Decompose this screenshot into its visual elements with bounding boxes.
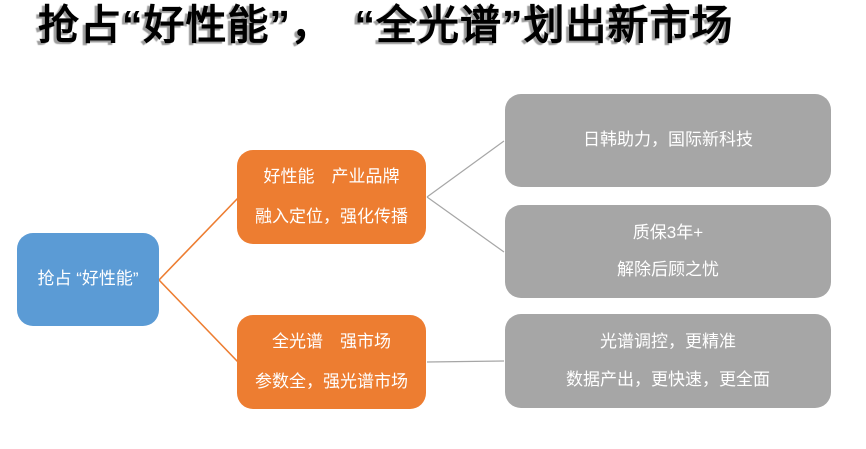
- branch-node-spectrum: 全光谱 强市场 参数全，强光谱市场: [237, 315, 426, 409]
- leaf-node-tech: 日韩助力，国际新科技: [505, 94, 831, 187]
- leaf-node-warranty-line1: 质保3年+: [632, 222, 704, 242]
- connector-branch2-to-leaf3: [426, 360, 505, 363]
- root-node-label: 抢占 “好性能”: [37, 269, 139, 289]
- branch-node-brand-line2: 融入定位，强化传播: [255, 206, 408, 226]
- connector-root-to-branch2: [158, 279, 239, 363]
- branch-node-brand: 好性能 产业品牌 融入定位，强化传播: [237, 150, 426, 244]
- leaf-node-warranty: 质保3年+ 解除后顾之忧: [505, 205, 831, 298]
- leaf-node-data-line1: 光谱调控，更精准: [600, 332, 736, 352]
- branch-node-brand-line1: 好性能 产业品牌: [263, 167, 400, 187]
- connector-branch1-to-leaf1: [426, 140, 505, 198]
- connector-branch1-to-leaf2: [426, 196, 505, 253]
- leaf-node-data: 光谱调控，更精准 数据产出，更快速，更全面: [505, 314, 831, 408]
- branch-node-spectrum-line1: 全光谱 强市场: [272, 332, 391, 352]
- connector-root-to-branch1: [158, 197, 239, 281]
- leaf-node-warranty-line2: 解除后顾之忧: [617, 260, 719, 279]
- root-node: 抢占 “好性能”: [17, 233, 159, 326]
- branch-node-spectrum-line2: 参数全，强光谱市场: [255, 371, 408, 391]
- leaf-node-tech-line1: 日韩助力，国际新科技: [583, 130, 753, 150]
- slide-title: 抢占“好性能”， “全光谱”划出新市场: [38, 2, 734, 48]
- leaf-node-data-line2: 数据产出，更快速，更全面: [566, 369, 770, 389]
